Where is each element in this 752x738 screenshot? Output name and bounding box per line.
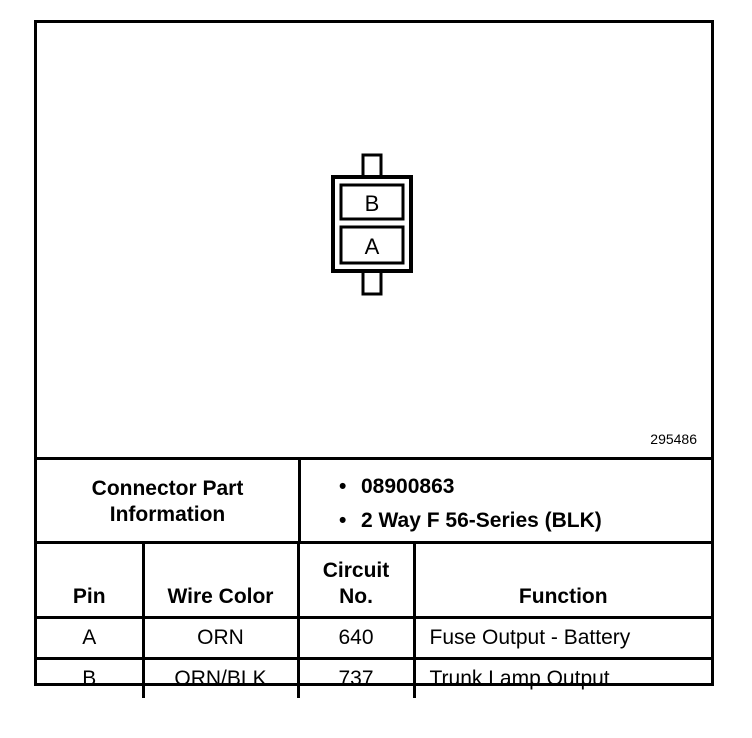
header-pin: Pin <box>37 541 145 619</box>
cell-wire-color: ORN <box>141 616 300 660</box>
cell-pin: B <box>37 657 145 698</box>
pin-table: Pin Wire Color Circuit No. Function A OR… <box>37 541 711 698</box>
bullet-icon: • <box>339 475 347 498</box>
bullet-icon: • <box>339 509 347 532</box>
table-row: B ORN/BLK 737 Trunk Lamp Output <box>37 657 711 698</box>
connector-face-diagram: B A <box>331 153 413 296</box>
cavity-b-label: B <box>365 191 380 216</box>
connector-part-info-row: Connector Part Information • 08900863 • 2 … <box>37 457 711 544</box>
table-row: A ORN 640 Fuse Output - Battery <box>37 616 711 660</box>
cell-circuit: 640 <box>296 616 416 660</box>
cell-function: Fuse Output - Battery <box>412 616 711 660</box>
table-header-row: Pin Wire Color Circuit No. Function <box>37 541 711 619</box>
cavity-a <box>339 225 405 265</box>
connector-description: 2 Way F 56-Series (BLK) <box>361 509 602 532</box>
connector-part-info-list: • 08900863 • 2 Way F 56-Series (BLK) <box>339 470 602 538</box>
figure-number: 295486 <box>650 431 697 447</box>
cavity-a-label: A <box>365 234 380 259</box>
cell-circuit: 737 <box>296 657 416 698</box>
cell-pin: A <box>37 616 145 660</box>
connector-sheet: B A 295486 Connector Part Information • 0… <box>34 20 714 698</box>
cell-function: Trunk Lamp Output <box>412 657 711 698</box>
connector-description-item: • 2 Way F 56-Series (BLK) <box>339 504 602 538</box>
part-number: 08900863 <box>361 475 455 498</box>
connector-part-info-label: Connector Part Information <box>37 460 301 544</box>
header-function: Function <box>412 541 711 619</box>
header-wire-color: Wire Color <box>141 541 300 619</box>
part-number-item: • 08900863 <box>339 470 602 504</box>
cavity-b <box>339 183 405 221</box>
cell-wire-color: ORN/BLK <box>141 657 300 698</box>
header-circuit-no: Circuit No. <box>296 541 416 619</box>
connector-diagram-area: B A 295486 <box>37 23 711 457</box>
